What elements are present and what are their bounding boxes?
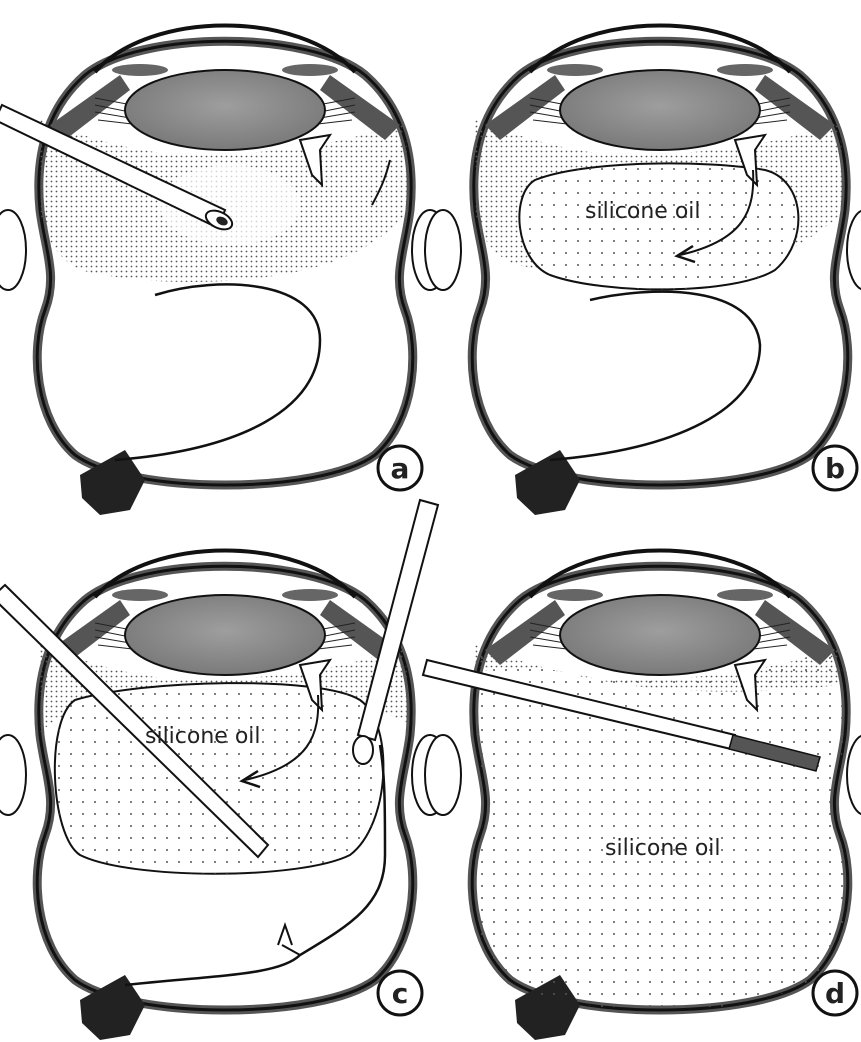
panel-c: silicone oil c (0, 500, 448, 1040)
oil-label-c: silicone oil (145, 724, 261, 749)
retina-line-a (115, 284, 320, 460)
panel-letter-c: c (392, 977, 409, 1010)
oil-label-d: silicone oil (605, 836, 721, 861)
oil-label-b: silicone oil (585, 199, 701, 224)
panel-a: a (0, 26, 448, 516)
panel-b: silicone oil b (425, 26, 861, 516)
panel-letter-b: b (825, 452, 845, 485)
panel-letter-d: d (825, 977, 845, 1010)
panel-letter-a: a (391, 452, 410, 485)
panel-d: silicone oil d (423, 551, 861, 1041)
